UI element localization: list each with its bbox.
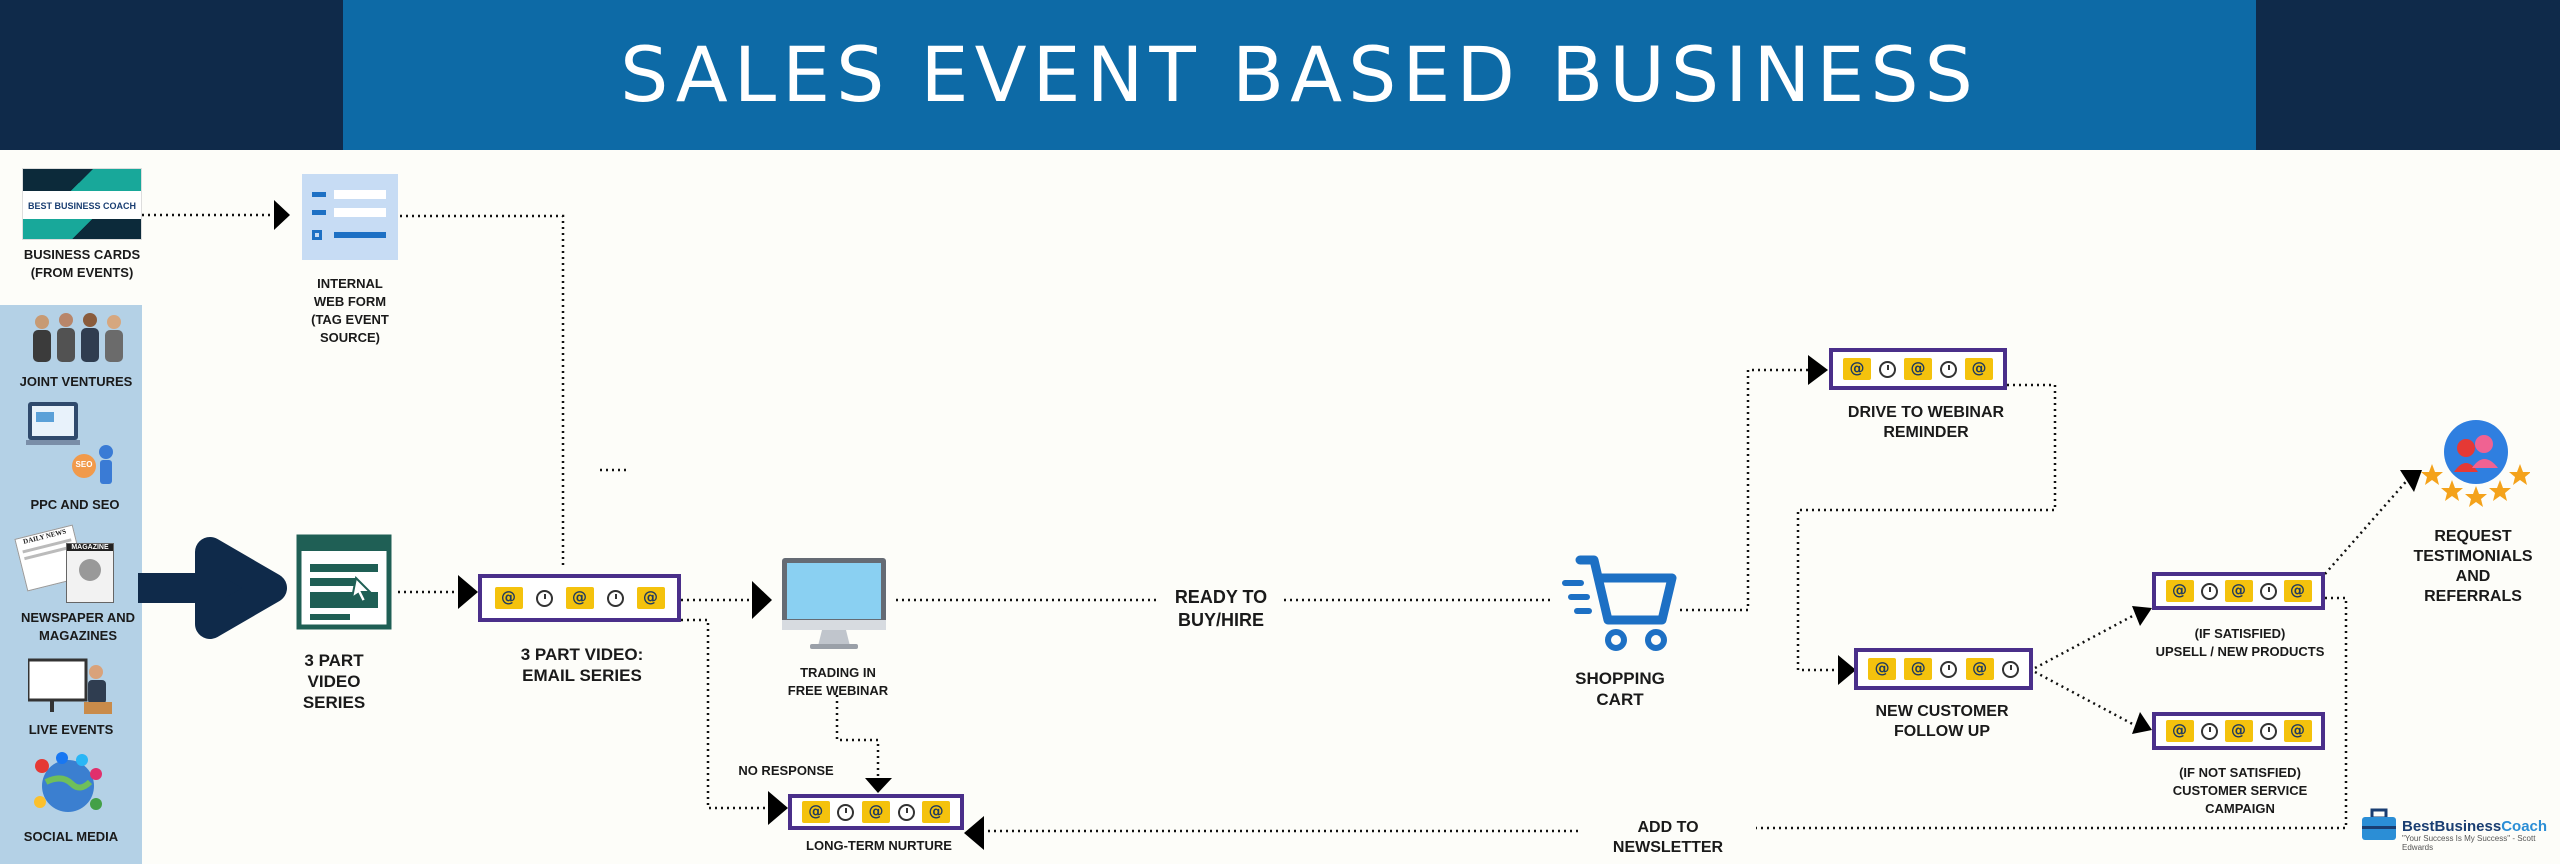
label-testimonials: REQUEST TESTIMONIALS AND REFERRALS [2413,528,2533,605]
arrowhead-service [2132,712,2152,734]
monitor-icon [780,556,888,652]
brand-logo-text: BestBusinessCoach [2402,818,2552,835]
stopwatch-icon [2200,582,2218,600]
envelope-at-icon [861,801,890,823]
arrowhead-followup [1838,655,1856,685]
stopwatch-icon [897,803,915,821]
brand-tagline: "Your Success Is My Success" - Scott Edw… [2402,834,2536,852]
stopwatch-icon [1940,660,1958,678]
envelope-at-icon [2224,580,2253,602]
stopwatch-icon [837,803,855,821]
label-email-series: 3 PART VIDEO: EMAIL SERIES [520,645,644,685]
stopwatch-icon [1879,360,1896,378]
envelope-at-icon [1843,358,1871,380]
briefcase-logo-icon [2360,808,2398,842]
label-ready-to-buy: READY TO BUY/HIRE [1160,586,1282,632]
label-followup: NEW CUSTOMER FOLLOW UP [1875,703,2009,740]
arrowhead-upsell [2132,606,2152,626]
video-browser-icon [296,534,392,630]
envelope-at-icon [636,587,665,609]
envelope-at-icon [801,801,830,823]
arrowhead-webinar [752,581,772,619]
label-shopping-cart: SHOPPING CART [1575,669,1665,709]
header-banner: SALES EVENT BASED BUSINESS [0,0,2560,150]
page-title: SALES EVENT BASED BUSINESS [620,30,1979,119]
arrowhead-testimonials [2400,470,2422,492]
shopping-cart-icon [1560,554,1686,654]
label-upsell: (IF SATISFIED) UPSELL / NEW PRODUCTS [2155,626,2325,659]
envelope-at-icon [2224,720,2253,742]
arrowhead-reminder [1808,355,1828,385]
label-business-cards: BUSINESS CARDS (FROM EVENTS) [23,247,141,280]
envelope-at-icon [1965,658,1994,680]
envelope-at-icon [922,801,951,823]
social-globe-icon [32,752,104,816]
service-strip [2152,712,2325,750]
arrowhead-nurture-right [964,816,984,850]
label-joint-ventures: JOINT VENTURES [19,374,133,389]
connector-cart-to-reminder [1680,368,1808,612]
stopwatch-icon [606,589,624,607]
brand-name: BestBusiness [2402,818,2502,835]
envelope-at-icon [2283,580,2312,602]
arrowhead-email-series [458,575,478,609]
connector-email-to-nurture [663,618,780,810]
arrowhead-nurture-top [865,778,892,793]
brand-accent: Coach [2501,818,2548,835]
seo-badge-text: SEO [75,460,93,469]
magazine-masthead: MAGAZINE [67,544,113,551]
stopwatch-icon [2259,582,2277,600]
envelope-at-icon [565,587,594,609]
five-star-review-icon [2420,414,2531,514]
arrowhead-nurture-left [768,791,788,825]
envelope-at-icon [1904,358,1932,380]
label-webinar: TRADING IN FREE WEBINAR [787,665,889,698]
upsell-strip [2152,572,2325,610]
label-live-events: LIVE EVENTS [28,722,114,737]
envelope-at-icon [2165,720,2194,742]
label-ppc-seo: PPC AND SEO [30,497,120,512]
label-web-form: INTERNAL WEB FORM (TAG EVENT SOURCE) [311,276,389,345]
label-newspaper: NEWSPAPER AND MAGAZINES [20,610,136,643]
nurture-strip [788,794,964,830]
label-reminder: DRIVE TO WEBINAR REMINDER [1847,404,2005,441]
stopwatch-icon [535,589,553,607]
stopwatch-icon [2200,722,2218,740]
label-no-response: NO RESPONSE [738,763,834,778]
web-form-icon [302,174,398,260]
seo-laptop-icon: SEO [26,398,122,490]
label-social-media: SOCIAL MEDIA [23,829,119,844]
reminder-strip [1829,348,2007,390]
followup-strip [1854,648,2033,690]
envelope-at-icon [494,587,523,609]
stopwatch-icon [2259,722,2277,740]
newspaper-icon: DAILY NEWS MAGAZINE [14,524,116,603]
stopwatch-icon [2001,660,2019,678]
connector-upsell-to-newsletter [1752,596,2348,830]
connector-followup-to-upsell [2034,610,2141,670]
header-band [343,0,2256,150]
connector-form-down [400,214,565,565]
stopwatch-icon [1940,360,1957,378]
main-entry-arrow [138,537,287,639]
arrowhead-form [274,200,290,230]
business-card-icon: BEST BUSINESS COACH [22,168,142,240]
envelope-at-icon [2283,720,2312,742]
label-service: (IF NOT SATISFIED) CUSTOMER SERVICE CAMP… [2172,765,2308,816]
people-group-icon [28,312,128,364]
connector-followup-to-service [2034,670,2141,730]
email-series-strip [478,574,681,622]
presenter-icon [26,658,116,716]
label-nurture: LONG-TERM NURTURE [806,838,952,853]
envelope-at-icon [1965,358,1993,380]
envelope-at-icon [2165,580,2194,602]
label-newsletter: ADD TO NEWSLETTER [1580,818,1756,858]
connector-reminder-to-followup [1796,383,2057,672]
envelope-at-icon [1868,658,1897,680]
envelope-at-icon [1904,658,1933,680]
label-video-series: 3 PART VIDEO SERIES [302,651,366,712]
business-card-text: BEST BUSINESS COACH [27,201,136,211]
